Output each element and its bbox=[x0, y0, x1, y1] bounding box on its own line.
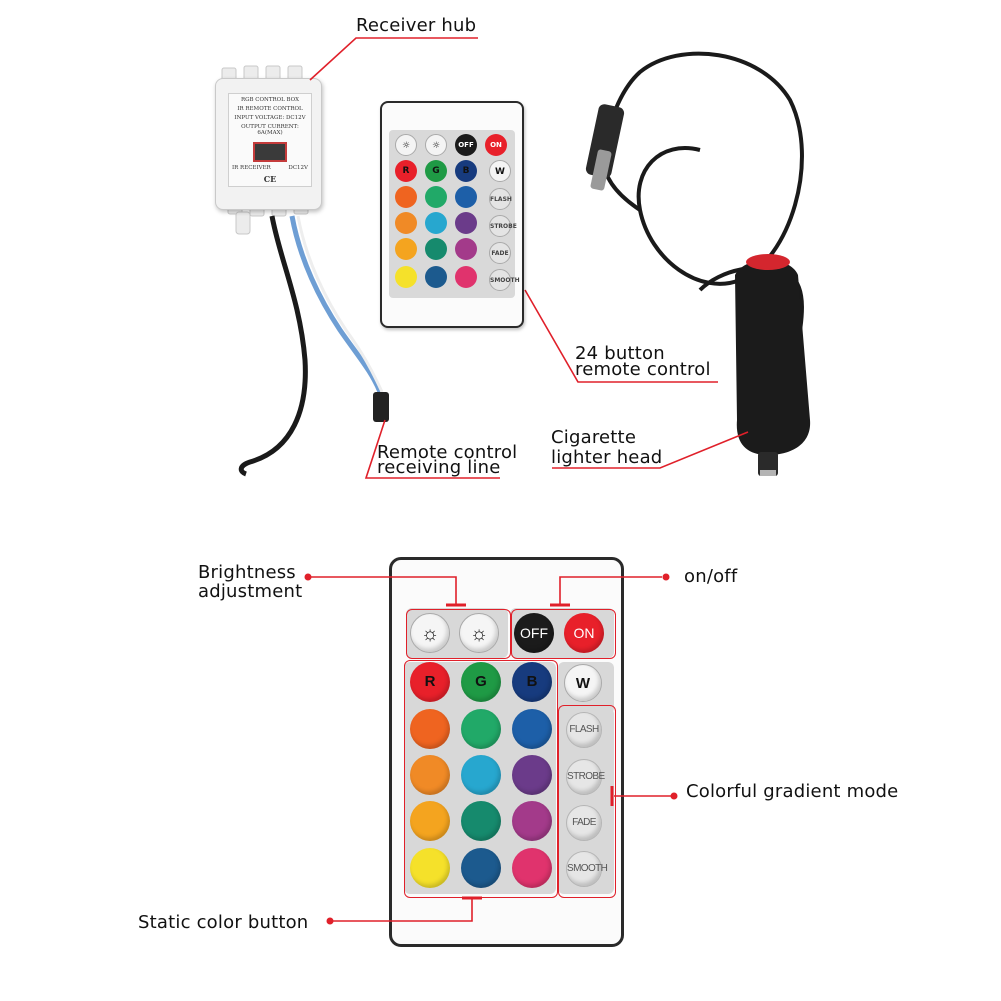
small-color-button bbox=[425, 212, 447, 234]
label-receiving-line-2: receiving line bbox=[377, 457, 501, 478]
power-group-outline bbox=[511, 609, 616, 659]
small-b-button: B bbox=[455, 160, 477, 182]
receiver-box: RGB CONTROL BOX IR REMOTE CONTROL INPUT … bbox=[215, 78, 322, 210]
small-smooth-button: SMOOTH bbox=[489, 269, 520, 291]
on-button[interactable]: ON bbox=[564, 613, 604, 653]
brightness-up-icon[interactable]: ☼ bbox=[459, 613, 499, 653]
small-fade-button: FADE bbox=[489, 242, 511, 264]
label-receiver-hub: Receiver hub bbox=[356, 15, 477, 36]
color-button[interactable] bbox=[461, 848, 501, 888]
hub-text-5: IR RECEIVER bbox=[232, 165, 271, 171]
label-gradient: Colorful gradient mode bbox=[686, 781, 899, 802]
hub-diagram bbox=[253, 142, 287, 162]
red-button[interactable]: R bbox=[410, 662, 450, 702]
brightness-group-outline bbox=[406, 609, 511, 659]
hub-sticker: RGB CONTROL BOX IR REMOTE CONTROL INPUT … bbox=[228, 93, 312, 187]
label-brightness-1: Brightness bbox=[198, 562, 296, 583]
label-cigarette-2: lighter head bbox=[551, 447, 663, 468]
hub-text-6: DC12V bbox=[288, 165, 308, 171]
small-color-button bbox=[455, 238, 477, 260]
small-color-button bbox=[395, 186, 417, 208]
color-button[interactable] bbox=[410, 755, 450, 795]
hub-text-2: IR REMOTE CONTROL bbox=[237, 106, 303, 112]
blue-button[interactable]: B bbox=[512, 662, 552, 702]
ce-mark: CE bbox=[263, 174, 277, 184]
small-brightness-up-icon: ☼ bbox=[425, 134, 447, 156]
small-remote-button-grid: ☼ ☼ OFF ON R G B W FLASH STROBE FADE SMO… bbox=[389, 130, 520, 298]
small-w-button: W bbox=[489, 160, 511, 182]
small-color-button bbox=[395, 266, 417, 288]
color-button[interactable] bbox=[410, 848, 450, 888]
color-button[interactable] bbox=[512, 755, 552, 795]
callout-lines-bottom bbox=[304, 573, 678, 925]
color-button[interactable] bbox=[461, 801, 501, 841]
small-color-button bbox=[425, 186, 447, 208]
green-button[interactable]: G bbox=[461, 662, 501, 702]
flash-button[interactable]: FLASH bbox=[566, 712, 602, 748]
small-brightness-down-icon: ☼ bbox=[395, 134, 417, 156]
label-receiving-line-1: Remote control bbox=[377, 442, 518, 463]
small-on-button: ON bbox=[485, 134, 507, 156]
label-24-button-1: 24 button bbox=[575, 343, 665, 364]
small-color-button bbox=[425, 266, 447, 288]
label-brightness-2: adjustment bbox=[198, 581, 303, 602]
white-button[interactable]: W bbox=[564, 664, 602, 702]
label-onoff: on/off bbox=[684, 566, 738, 587]
hub-text-4: OUTPUT CURRENT: 6A(MAX) bbox=[241, 124, 299, 136]
color-button[interactable] bbox=[461, 709, 501, 749]
strobe-button[interactable]: STROBE bbox=[566, 759, 605, 795]
brightness-down-icon[interactable]: ☼ bbox=[410, 613, 450, 653]
hub-text-3: INPUT VOLTAGE: DC12V bbox=[234, 115, 306, 121]
label-static: Static color button bbox=[138, 912, 309, 933]
color-button[interactable] bbox=[410, 709, 450, 749]
small-color-button bbox=[395, 238, 417, 260]
small-strobe-button: STROBE bbox=[489, 215, 517, 237]
gradient-group-outline bbox=[558, 705, 616, 898]
color-button[interactable] bbox=[512, 801, 552, 841]
small-color-button bbox=[455, 212, 477, 234]
color-button[interactable] bbox=[512, 848, 552, 888]
color-button[interactable] bbox=[461, 755, 501, 795]
small-g-button: G bbox=[425, 160, 447, 182]
remote-control: ☼ ☼ OFF ON R G B W FLASH STROBE FADE SMO… bbox=[389, 557, 624, 947]
small-remote-photo: ☼ ☼ OFF ON R G B W FLASH STROBE FADE SMO… bbox=[380, 101, 524, 328]
small-flash-button: FLASH bbox=[489, 188, 512, 210]
small-color-button bbox=[455, 266, 477, 288]
hub-text-1: RGB CONTROL BOX bbox=[240, 97, 300, 103]
small-color-button bbox=[425, 238, 447, 260]
off-button[interactable]: OFF bbox=[514, 613, 554, 653]
smooth-button[interactable]: SMOOTH bbox=[566, 851, 608, 887]
label-cigarette-1: Cigarette bbox=[551, 427, 637, 448]
callout-lines-top bbox=[309, 37, 749, 479]
color-button[interactable] bbox=[410, 801, 450, 841]
small-color-button bbox=[395, 212, 417, 234]
small-color-button bbox=[455, 186, 477, 208]
small-off-button: OFF bbox=[455, 134, 477, 156]
fade-button[interactable]: FADE bbox=[566, 805, 602, 841]
label-24-button-2: remote control bbox=[575, 359, 711, 380]
color-button[interactable] bbox=[512, 709, 552, 749]
small-r-button: R bbox=[395, 160, 417, 182]
